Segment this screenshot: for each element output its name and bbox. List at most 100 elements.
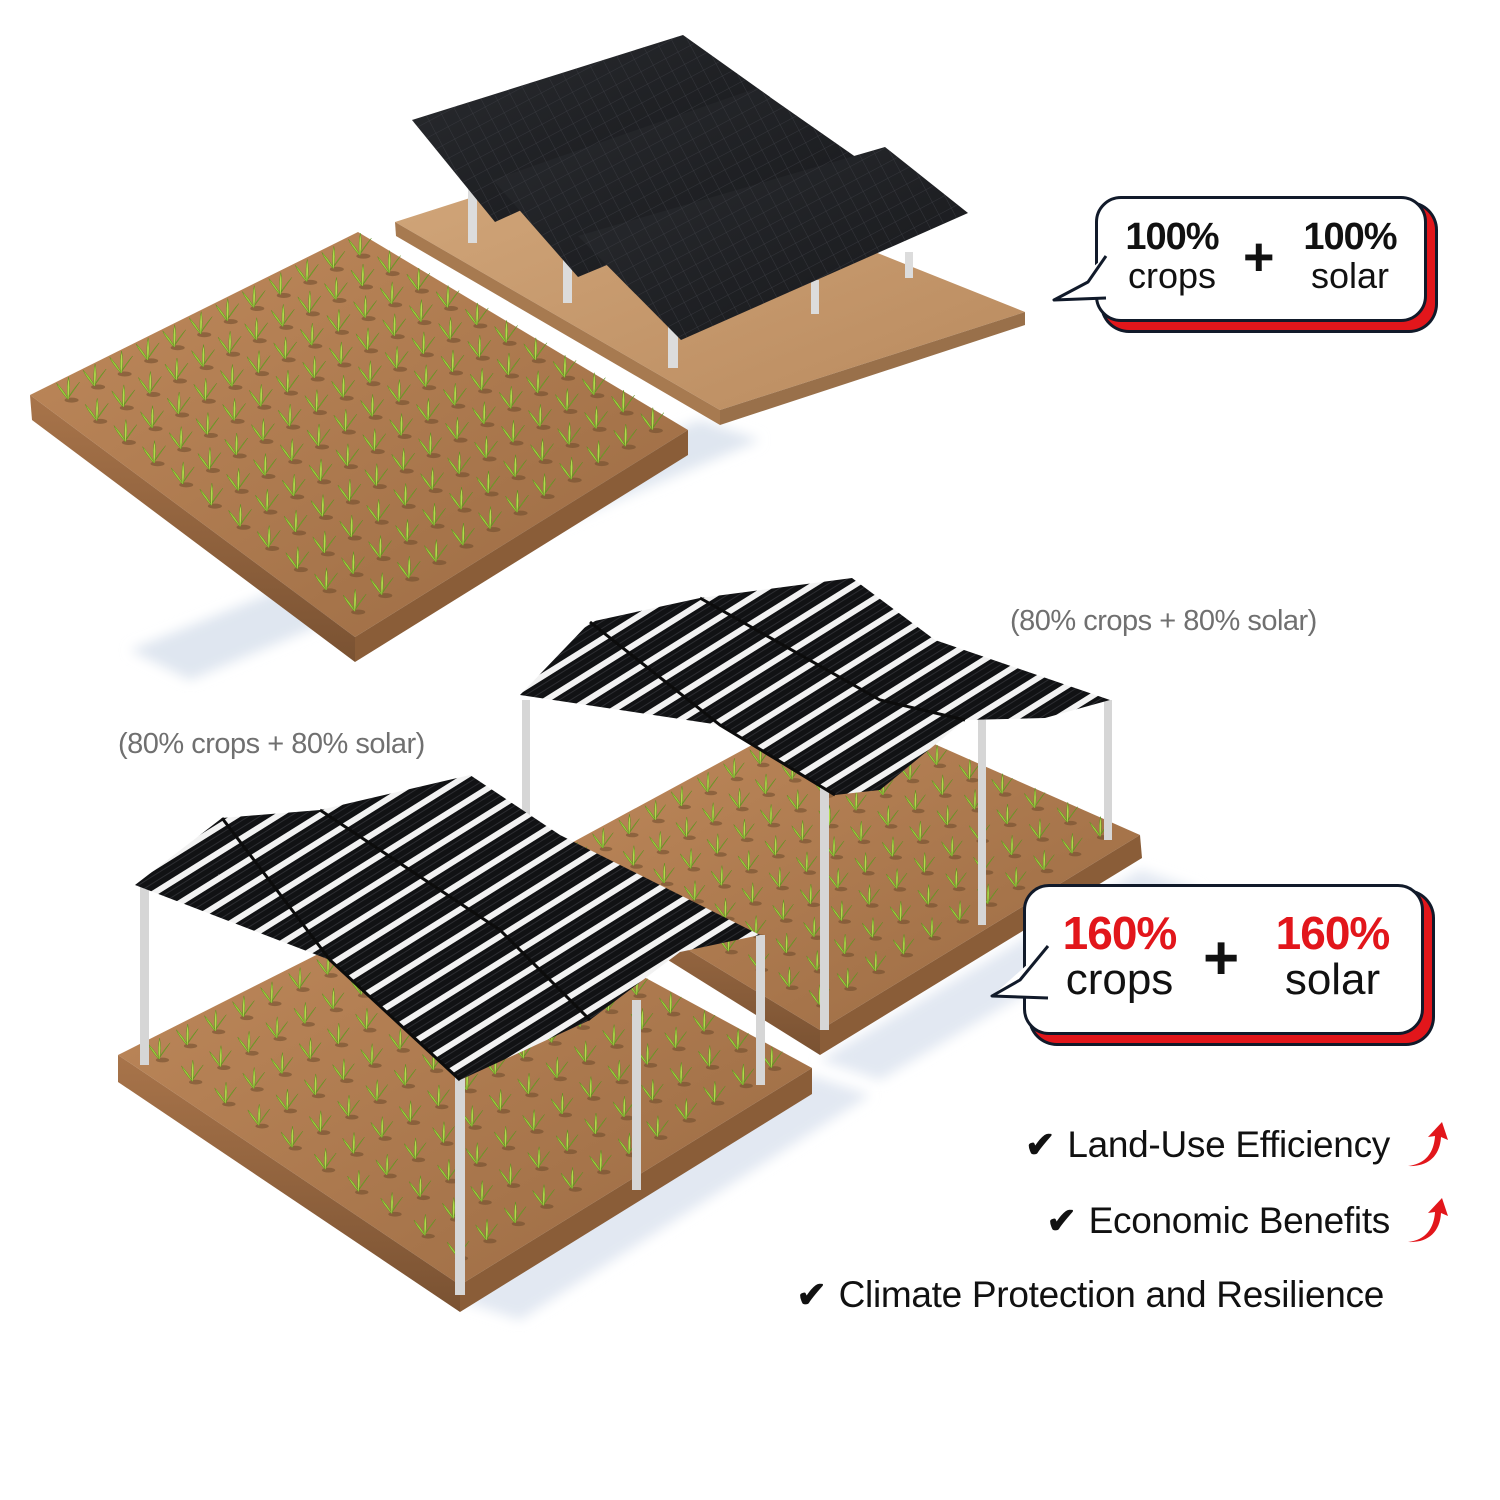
seedling bbox=[592, 828, 614, 852]
solar-array-scene bbox=[395, 35, 1025, 425]
seedling bbox=[300, 323, 324, 349]
seedling bbox=[675, 816, 697, 841]
seedling bbox=[991, 773, 1013, 797]
seedling bbox=[413, 1214, 437, 1239]
seedling bbox=[560, 1167, 584, 1192]
seedling bbox=[370, 1116, 393, 1141]
seedling bbox=[775, 932, 797, 957]
seedling bbox=[786, 789, 808, 813]
seedling bbox=[138, 371, 162, 397]
solar-percentage: 100% solar bbox=[1285, 218, 1415, 294]
seedling bbox=[360, 394, 384, 420]
seedling bbox=[270, 1052, 294, 1077]
seedling bbox=[726, 1028, 749, 1053]
seedling bbox=[469, 368, 494, 394]
seedling bbox=[850, 820, 872, 845]
seedling bbox=[465, 1142, 488, 1167]
seedling bbox=[195, 412, 220, 438]
seedling bbox=[503, 1201, 527, 1227]
benefit-label: Climate Protection and Resilience bbox=[838, 1274, 1385, 1315]
seedling bbox=[297, 290, 322, 317]
seedling bbox=[420, 467, 444, 494]
seedling bbox=[387, 379, 411, 406]
speech-bubble-tail bbox=[990, 945, 1050, 1000]
seedling bbox=[332, 1058, 355, 1084]
seedling bbox=[465, 302, 489, 329]
seedling bbox=[728, 788, 750, 812]
seedling bbox=[931, 774, 953, 798]
seedling bbox=[224, 432, 248, 459]
seedling bbox=[505, 490, 529, 516]
seedling bbox=[408, 1175, 432, 1201]
seedling bbox=[555, 388, 579, 415]
agrivoltaic-front-scene bbox=[118, 775, 870, 1320]
seedling bbox=[499, 1163, 522, 1188]
seedling bbox=[399, 1100, 422, 1126]
seedling bbox=[936, 805, 958, 829]
solar-panel-row bbox=[578, 147, 968, 340]
seedling bbox=[298, 1037, 322, 1063]
seedling bbox=[474, 435, 498, 462]
seedling bbox=[697, 772, 719, 796]
post bbox=[632, 1000, 641, 1190]
seedling bbox=[731, 1063, 755, 1089]
seedling bbox=[692, 1010, 716, 1035]
seedling bbox=[669, 1062, 692, 1087]
seedling bbox=[710, 865, 733, 889]
seedling bbox=[574, 1040, 597, 1066]
benefit-label: Land-Use Efficiency bbox=[1067, 1124, 1390, 1165]
seedling bbox=[1033, 850, 1055, 874]
seedling bbox=[324, 277, 348, 303]
post bbox=[820, 745, 829, 1030]
seedling bbox=[140, 405, 164, 432]
bare-soil-side bbox=[395, 222, 720, 425]
seedling bbox=[253, 453, 277, 480]
solar-label: solar bbox=[1284, 955, 1381, 1004]
seedling bbox=[321, 987, 345, 1013]
seedling bbox=[337, 479, 362, 505]
post bbox=[1104, 700, 1112, 840]
seedling bbox=[683, 880, 706, 904]
seedling bbox=[382, 313, 406, 340]
seedling bbox=[413, 364, 438, 391]
seedling bbox=[670, 786, 693, 810]
seedling bbox=[304, 389, 329, 416]
post bbox=[563, 235, 572, 303]
seedling bbox=[698, 1045, 721, 1070]
seedling bbox=[247, 1104, 270, 1129]
field-shadow bbox=[460, 1075, 870, 1320]
seedling bbox=[256, 525, 281, 551]
seedling bbox=[476, 470, 500, 497]
seedling bbox=[181, 1060, 204, 1085]
seedling bbox=[703, 1081, 726, 1106]
seedling bbox=[273, 336, 297, 363]
solar-percentage: 160% solar bbox=[1255, 910, 1410, 1002]
seedling bbox=[391, 448, 415, 474]
seedling bbox=[82, 363, 107, 390]
seedling bbox=[584, 1112, 607, 1138]
seedling bbox=[237, 1031, 260, 1056]
seedling bbox=[350, 263, 375, 290]
seedling bbox=[602, 1024, 625, 1049]
seedling bbox=[525, 370, 550, 397]
seedling bbox=[111, 384, 136, 411]
crops-value: 100% bbox=[1125, 216, 1219, 258]
seedling bbox=[275, 1089, 299, 1114]
seedling bbox=[341, 551, 365, 578]
seedling bbox=[232, 995, 255, 1021]
seedling bbox=[702, 802, 724, 826]
seedling bbox=[375, 1154, 398, 1179]
seedling bbox=[659, 992, 682, 1017]
seedling bbox=[607, 1059, 630, 1085]
front-agrivoltaic-caption: (80% crops + 80% solar) bbox=[118, 728, 425, 760]
benefit-item: ✔ Economic Benefits bbox=[1047, 1196, 1451, 1246]
seedling bbox=[586, 440, 610, 467]
seedling bbox=[522, 1109, 545, 1134]
seedling bbox=[445, 417, 469, 443]
seedling bbox=[403, 1137, 427, 1163]
seedling bbox=[365, 1079, 388, 1105]
seedling bbox=[443, 383, 467, 409]
seedling bbox=[353, 295, 377, 322]
seedling bbox=[275, 370, 300, 396]
